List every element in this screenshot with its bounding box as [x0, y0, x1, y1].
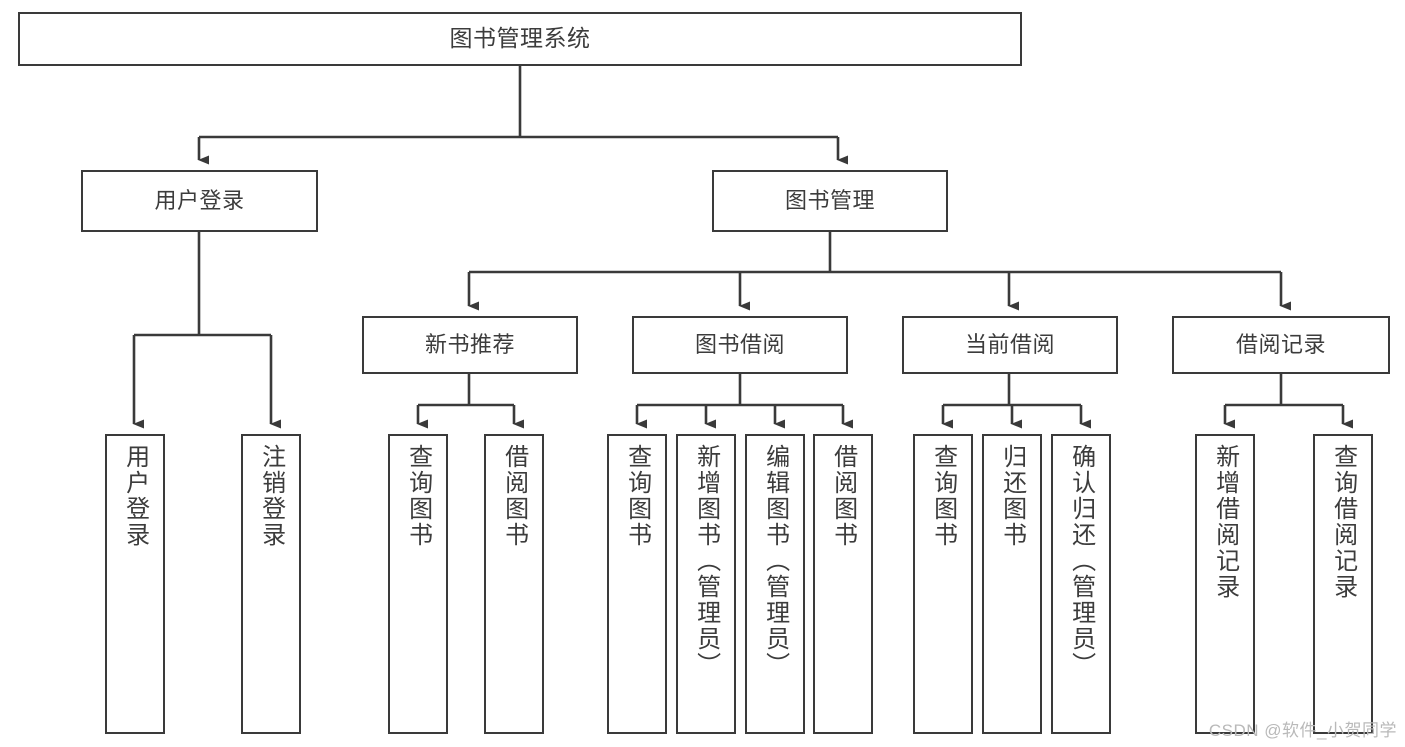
- node-leaf-confirm-return-label: 确认归还（管理员）: [1067, 444, 1095, 678]
- node-leaf-borrow-book-2-label: 借阅图书: [829, 444, 857, 548]
- node-leaf-logout-login-label: 注销登录: [257, 444, 285, 548]
- node-new-book-recommend[interactable]: 新书推荐: [362, 316, 578, 374]
- node-leaf-borrow-book-2[interactable]: 借阅图书: [813, 434, 873, 734]
- node-leaf-edit-book-label: 编辑图书（管理员）: [761, 444, 789, 678]
- node-leaf-query-book-1-label: 查询图书: [404, 444, 432, 548]
- node-leaf-logout-login[interactable]: 注销登录: [241, 434, 301, 734]
- node-current-borrow-label: 当前借阅: [964, 332, 1055, 358]
- node-leaf-query-book-2-label: 查询图书: [623, 444, 651, 548]
- node-leaf-add-record-label: 新增借阅记录: [1211, 444, 1239, 600]
- node-leaf-return-book[interactable]: 归还图书: [982, 434, 1042, 734]
- node-leaf-query-book-1[interactable]: 查询图书: [388, 434, 448, 734]
- node-leaf-query-book-2[interactable]: 查询图书: [607, 434, 667, 734]
- node-root-system[interactable]: 图书管理系统: [18, 12, 1022, 66]
- node-user-login[interactable]: 用户登录: [81, 170, 318, 232]
- node-user-login-label: 用户登录: [154, 188, 245, 214]
- node-leaf-query-record-label: 查询借阅记录: [1329, 444, 1357, 600]
- node-leaf-query-book-3-label: 查询图书: [929, 444, 957, 548]
- node-leaf-user-login[interactable]: 用户登录: [105, 434, 165, 734]
- node-leaf-query-book-3[interactable]: 查询图书: [913, 434, 973, 734]
- node-book-borrow-label: 图书借阅: [694, 332, 785, 358]
- node-book-borrow[interactable]: 图书借阅: [632, 316, 848, 374]
- node-new-book-recommend-label: 新书推荐: [424, 332, 515, 358]
- csdn-watermark: CSDN @软件_小贺同学: [1208, 721, 1397, 740]
- node-borrow-record-label: 借阅记录: [1235, 332, 1326, 358]
- node-leaf-borrow-book-1[interactable]: 借阅图书: [484, 434, 544, 734]
- node-root-system-label: 图书管理系统: [449, 25, 591, 52]
- node-leaf-user-login-label: 用户登录: [121, 444, 149, 548]
- node-leaf-borrow-book-1-label: 借阅图书: [500, 444, 528, 548]
- node-leaf-return-book-label: 归还图书: [998, 444, 1026, 548]
- node-leaf-add-book[interactable]: 新增图书（管理员）: [676, 434, 736, 734]
- node-leaf-edit-book[interactable]: 编辑图书（管理员）: [745, 434, 805, 734]
- node-book-management[interactable]: 图书管理: [712, 170, 948, 232]
- node-book-management-label: 图书管理: [784, 188, 875, 214]
- node-leaf-query-record[interactable]: 查询借阅记录: [1313, 434, 1373, 734]
- node-leaf-confirm-return[interactable]: 确认归还（管理员）: [1051, 434, 1111, 734]
- node-borrow-record[interactable]: 借阅记录: [1172, 316, 1390, 374]
- node-current-borrow[interactable]: 当前借阅: [902, 316, 1118, 374]
- node-leaf-add-record[interactable]: 新增借阅记录: [1195, 434, 1255, 734]
- node-leaf-add-book-label: 新增图书（管理员）: [692, 444, 720, 678]
